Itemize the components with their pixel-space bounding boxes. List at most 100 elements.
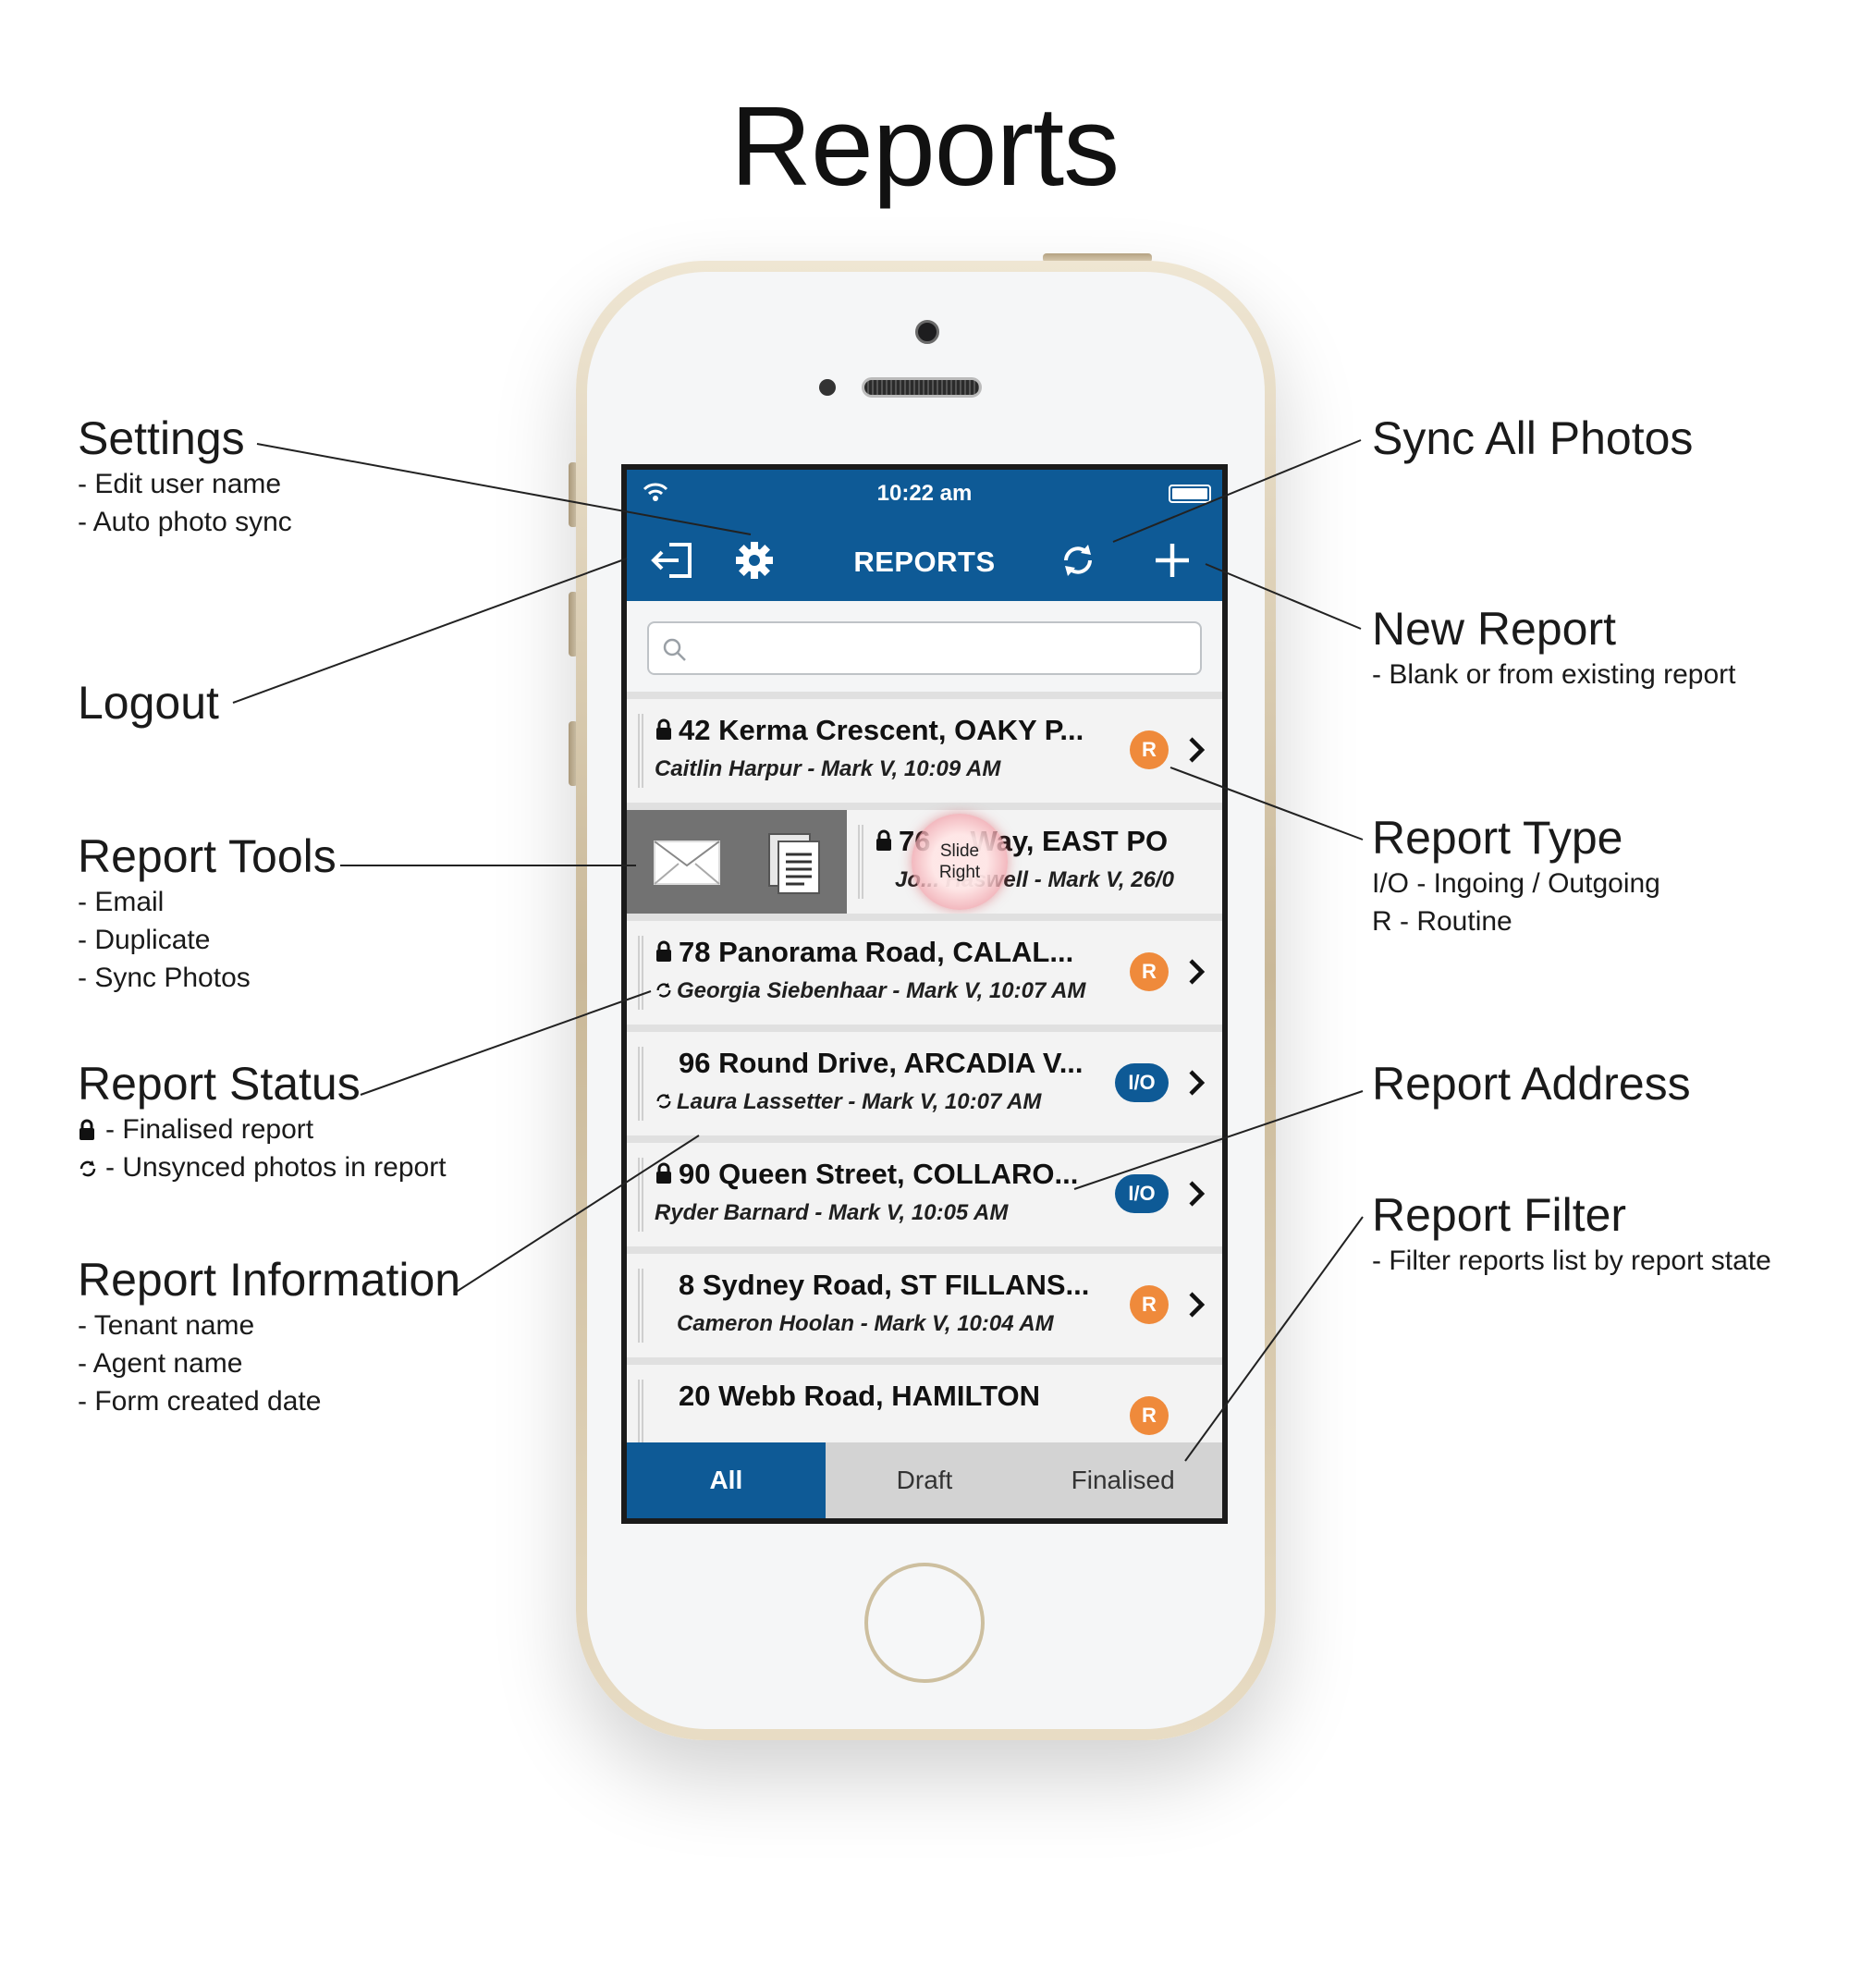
front-camera bbox=[915, 320, 939, 344]
report-address: 20 Webb Road, HAMILTON bbox=[655, 1380, 1117, 1413]
report-address: 42 Kerma Crescent, OAKY P... bbox=[655, 714, 1117, 748]
report-info: Caitlin Harpur - Mark V, 10:09 AM bbox=[655, 756, 1001, 781]
report-type-badge: R bbox=[1130, 952, 1169, 991]
home-button[interactable] bbox=[864, 1563, 985, 1683]
sync-icon bbox=[655, 980, 675, 1006]
email-button[interactable] bbox=[653, 840, 721, 890]
annotation-heading: Report Tools bbox=[78, 830, 337, 882]
chevron-right-icon[interactable] bbox=[1187, 1069, 1206, 1101]
drag-handle[interactable] bbox=[638, 1380, 643, 1454]
drag-handle[interactable] bbox=[638, 1047, 643, 1121]
report-address-text: 90 Queen Street, COLLARO... bbox=[679, 1158, 1079, 1190]
annotation-heading: Report Address bbox=[1372, 1058, 1691, 1110]
drag-handle[interactable] bbox=[638, 936, 643, 1010]
annotation-heading: Settings bbox=[78, 412, 245, 464]
report-address-text: 42 Kerma Crescent, OAKY P... bbox=[679, 714, 1084, 746]
annotation-line: - Agent name bbox=[78, 1347, 243, 1379]
report-info: Ryder Barnard - Mark V, 10:05 AM bbox=[655, 1200, 1009, 1225]
nav-title: REPORTS bbox=[853, 546, 996, 578]
report-type-badge: R bbox=[1130, 730, 1169, 769]
lock-icon bbox=[78, 1112, 105, 1147]
annotation-sync-all-photos: Sync All Photos bbox=[1372, 414, 1693, 463]
status-bar: 10:22 am bbox=[627, 470, 1222, 522]
proximity-sensor bbox=[819, 379, 836, 396]
report-info-text: Laura Lassetter - Mark V, 10:07 AM bbox=[677, 1089, 1042, 1114]
report-row[interactable]: 42 Kerma Crescent, OAKY P... Caitlin Har… bbox=[627, 692, 1222, 803]
report-type-badge: R bbox=[1130, 1285, 1169, 1324]
annotation-report-status: Report Status - Finalised report - Unsyn… bbox=[78, 1060, 447, 1184]
tab-all[interactable]: All bbox=[627, 1442, 826, 1518]
tab-finalised[interactable]: Finalised bbox=[1071, 1466, 1175, 1494]
chevron-right-icon[interactable] bbox=[1187, 736, 1206, 768]
report-info: Laura Lassetter - Mark V, 10:07 AM bbox=[655, 1089, 1117, 1117]
lock-icon bbox=[875, 826, 895, 859]
new-report-button[interactable] bbox=[1148, 538, 1196, 586]
annotation-heading: Sync All Photos bbox=[1372, 412, 1694, 464]
nav-bar: REPORTS bbox=[627, 522, 1222, 601]
annotation-heading: Report Status bbox=[78, 1058, 361, 1110]
page-title: Reports bbox=[729, 83, 1120, 209]
report-row-swiped[interactable]: 76 ... Way, EAST PO Jo... Haswell - Mark… bbox=[627, 803, 1222, 914]
tab-draft[interactable]: Draft bbox=[896, 1466, 953, 1494]
chevron-right-icon[interactable] bbox=[1187, 958, 1206, 990]
report-filter-tabs: All Draft Finalised bbox=[627, 1442, 1222, 1518]
touch-hint-line: Slide bbox=[939, 841, 980, 861]
touch-hint-line: Right bbox=[938, 863, 981, 882]
sync-icon bbox=[78, 1150, 105, 1184]
drag-handle[interactable] bbox=[638, 1269, 643, 1343]
annotation-line: - Filter reports list by report state bbox=[1372, 1245, 1771, 1276]
drag-handle[interactable] bbox=[638, 1158, 643, 1232]
annotation-line-text: - Finalised report bbox=[105, 1113, 314, 1145]
annotation-line: - Duplicate bbox=[78, 924, 211, 955]
annotation-settings: Settings - Edit user name - Auto photo s… bbox=[78, 414, 292, 539]
search-input[interactable] bbox=[692, 623, 1191, 673]
duplicate-button[interactable] bbox=[765, 830, 823, 902]
report-info: Cameron Hoolan - Mark V, 10:04 AM bbox=[655, 1311, 1117, 1337]
annotation-heading: Report Information bbox=[78, 1254, 461, 1306]
chevron-right-icon[interactable] bbox=[1187, 1180, 1206, 1212]
annotation-line-text: - Unsynced photos in report bbox=[105, 1151, 447, 1183]
sync-icon bbox=[1058, 540, 1098, 585]
annotation-line: - Unsynced photos in report bbox=[78, 1150, 447, 1184]
report-row[interactable]: 78 Panorama Road, CALAL... Georgia Siebe… bbox=[627, 914, 1222, 1025]
annotation-heading: Report Type bbox=[1372, 812, 1623, 864]
annotation-line: - Tenant name bbox=[78, 1309, 255, 1341]
annotation-heading: New Report bbox=[1372, 603, 1616, 655]
annotation-heading: Report Filter bbox=[1372, 1189, 1627, 1241]
annotation-line: - Email bbox=[78, 886, 165, 917]
report-address-text: 8 Sydney Road, ST FILLANS... bbox=[679, 1269, 1090, 1301]
annotation-logout: Logout bbox=[78, 679, 219, 728]
annotation-line: - Blank or from existing report bbox=[1372, 658, 1736, 690]
report-address: 78 Panorama Road, CALAL... bbox=[655, 936, 1117, 970]
settings-button[interactable] bbox=[730, 538, 778, 586]
sync-icon bbox=[655, 1091, 675, 1117]
sync-all-photos-button[interactable] bbox=[1054, 538, 1102, 586]
report-info-text: Cameron Hoolan - Mark V, 10:04 AM bbox=[677, 1311, 1054, 1336]
annotation-report-filter: Report Filter - Filter reports list by r… bbox=[1372, 1191, 1771, 1278]
chevron-right-icon[interactable] bbox=[1187, 1291, 1206, 1323]
slide-right-touch-hint: Slide Right bbox=[912, 814, 1008, 910]
report-type-badge: R bbox=[1130, 1396, 1169, 1435]
gear-icon bbox=[734, 540, 775, 585]
report-tools-panel bbox=[627, 810, 847, 914]
annotation-line: I/O - Ingoing / Outgoing bbox=[1372, 867, 1660, 899]
drag-handle[interactable] bbox=[638, 714, 643, 788]
annotation-line: - Edit user name bbox=[78, 468, 282, 499]
report-info-text: Georgia Siebenhaar - Mark V, 10:07 AM bbox=[677, 978, 1086, 1003]
report-row[interactable]: 96 Round Drive, ARCADIA V... Laura Lasse… bbox=[627, 1025, 1222, 1135]
report-row[interactable]: 8 Sydney Road, ST FILLANS... Cameron Hoo… bbox=[627, 1246, 1222, 1357]
report-row[interactable]: 90 Queen Street, COLLARO... Ryder Barnar… bbox=[627, 1135, 1222, 1246]
report-info: Georgia Siebenhaar - Mark V, 10:07 AM bbox=[655, 978, 1117, 1006]
annotation-new-report: New Report - Blank or from existing repo… bbox=[1372, 605, 1735, 692]
report-type-badge: I/O bbox=[1115, 1174, 1169, 1213]
drag-handle[interactable] bbox=[858, 825, 863, 899]
annotation-line: R - Routine bbox=[1372, 905, 1512, 937]
report-address-text: 78 Panorama Road, CALAL... bbox=[679, 936, 1074, 968]
search-field[interactable] bbox=[647, 621, 1202, 675]
app-screen: 10:22 am REPORTS bbox=[621, 464, 1228, 1524]
annotation-line: - Sync Photos bbox=[78, 962, 251, 993]
earpiece-speaker bbox=[862, 377, 982, 398]
lock-icon bbox=[655, 715, 675, 748]
logout-button[interactable] bbox=[649, 538, 697, 586]
duplicate-icon bbox=[768, 833, 820, 894]
